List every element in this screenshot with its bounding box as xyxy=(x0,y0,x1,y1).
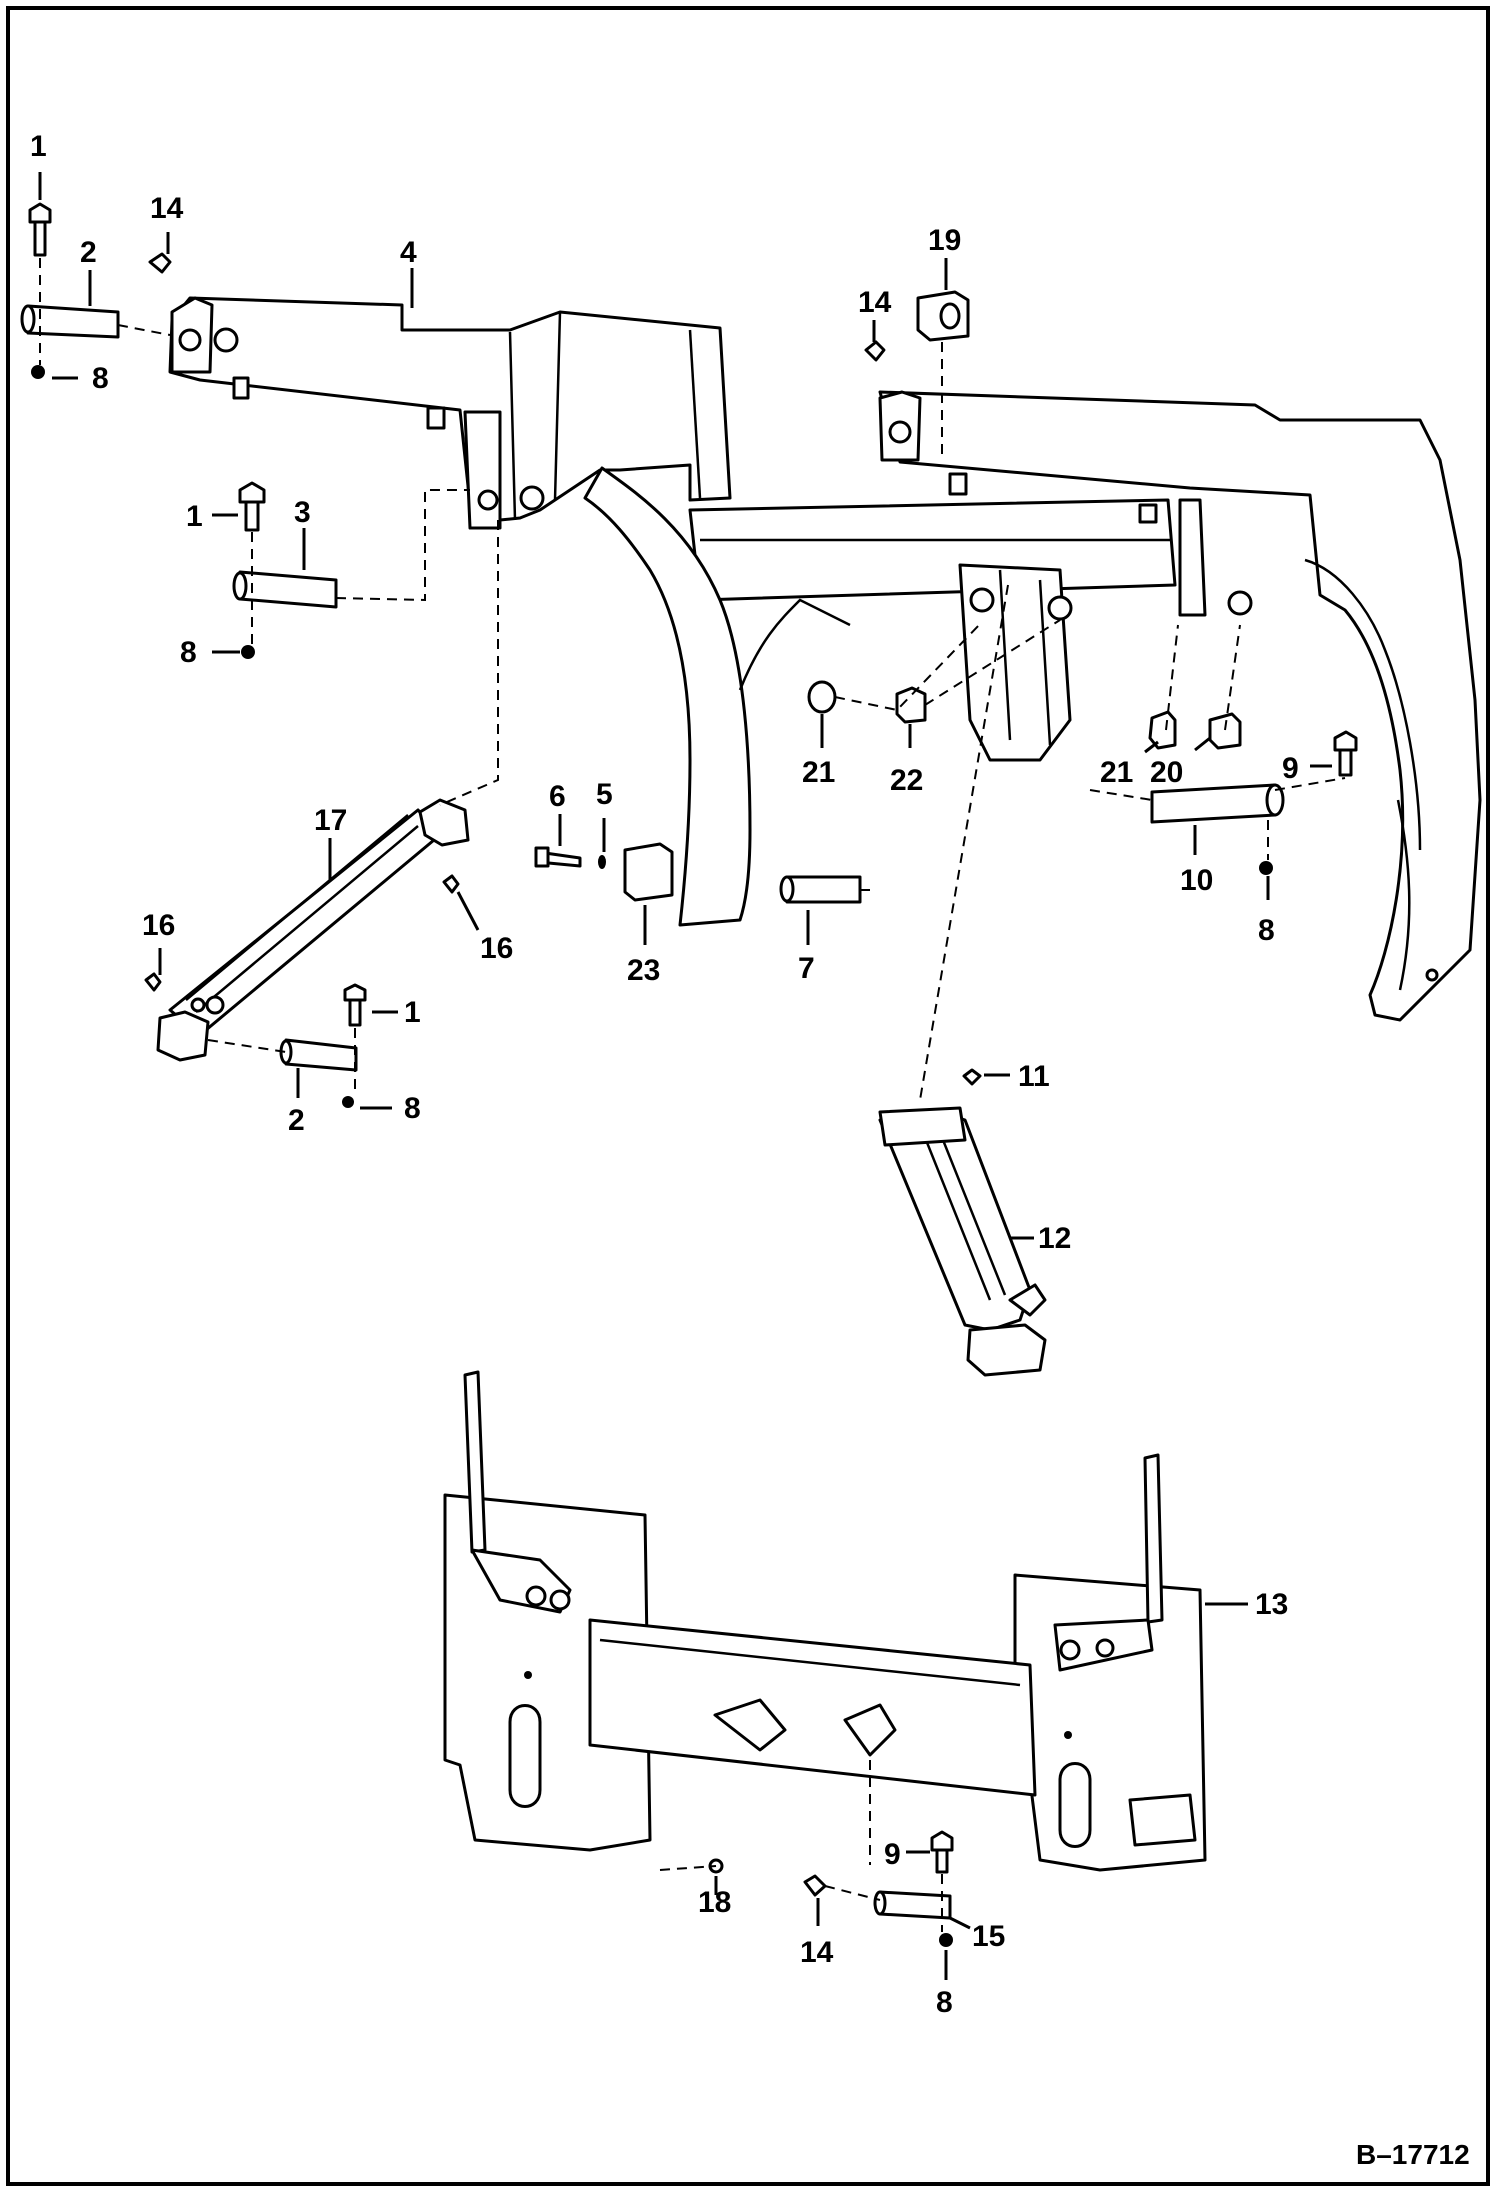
callout-7: 7 xyxy=(798,952,815,985)
nut-part-8-right xyxy=(1259,861,1273,875)
callout-13: 13 xyxy=(1255,1588,1288,1621)
bolt-part-1-upper xyxy=(28,202,52,257)
pin-part-3 xyxy=(232,570,338,609)
bolt-part-1-mid xyxy=(238,481,266,532)
callout-9: 9 xyxy=(884,1838,901,1871)
spacer-part-23 xyxy=(623,842,674,902)
fitting-part-14-upper xyxy=(148,252,172,274)
bolt-washer-parts-5-6 xyxy=(534,846,606,869)
bolt-part-9-upper xyxy=(1333,730,1358,777)
nut-part-8-mid xyxy=(241,645,255,659)
callout-11: 11 xyxy=(1018,1060,1050,1093)
callout-15: 15 xyxy=(972,1920,1005,1953)
fitting-part-11 xyxy=(962,1068,982,1086)
pin-part-15 xyxy=(873,1890,952,1920)
callout-1: 1 xyxy=(404,996,421,1029)
pin-part-2-lower xyxy=(279,1038,358,1072)
callout-10: 10 xyxy=(1180,864,1213,897)
fitting-part-14-right xyxy=(864,340,886,362)
callout-8: 8 xyxy=(180,636,197,669)
nut-part-8-bottom xyxy=(939,1933,953,1947)
callout-22: 22 xyxy=(890,764,923,797)
callout-14: 14 xyxy=(858,286,892,319)
callout-2: 2 xyxy=(80,236,97,269)
fitting-part-16-upper xyxy=(442,874,460,894)
callout-8: 8 xyxy=(404,1092,421,1125)
callout-1: 1 xyxy=(30,130,47,163)
callout-21: 21 xyxy=(1100,756,1133,789)
callout-23: 23 xyxy=(627,954,660,987)
callout-6: 6 xyxy=(549,780,566,813)
assembly-lines xyxy=(39,258,1346,1932)
leader-lines xyxy=(38,172,1332,1980)
cylinder-part-17 xyxy=(156,798,470,1062)
link-part-12 xyxy=(878,1106,1047,1377)
callout-8: 8 xyxy=(936,1986,953,2019)
callout-19: 19 xyxy=(928,224,961,257)
callout-8: 8 xyxy=(92,362,109,395)
callout-8: 8 xyxy=(1258,914,1275,947)
bushing-part-19 xyxy=(916,290,970,342)
callout-21: 21 xyxy=(802,756,835,789)
callout-18: 18 xyxy=(698,1886,731,1919)
bolt-part-1-lower xyxy=(343,983,367,1027)
callout-16: 16 xyxy=(142,909,175,942)
fitting-part-14-lower xyxy=(803,1874,827,1897)
bolt-part-9-lower xyxy=(930,1830,954,1874)
callout-1: 1 xyxy=(186,500,203,533)
quick-attach-part-13 xyxy=(443,1370,1207,1872)
pin-part-10 xyxy=(1150,783,1285,824)
nut-part-8-lower xyxy=(342,1096,354,1108)
callout-4: 4 xyxy=(400,236,417,269)
callout-20: 20 xyxy=(1150,756,1183,789)
callout-9: 9 xyxy=(1282,752,1299,785)
pin-part-7 xyxy=(779,875,862,904)
nut-part-8-upper xyxy=(31,365,45,379)
fitting-part-16-lower xyxy=(144,972,162,992)
bushings-part-21-22-20 xyxy=(807,680,1242,750)
callout-16: 16 xyxy=(480,932,513,965)
callout-17: 17 xyxy=(314,804,347,837)
callout-2: 2 xyxy=(288,1104,305,1137)
callout-3: 3 xyxy=(294,496,311,529)
callout-14: 14 xyxy=(150,192,184,225)
callout-14: 14 xyxy=(800,1936,834,1969)
mount-frame-part-4 xyxy=(168,296,1482,1022)
callout-labels: 1 2 8 14 4 1 3 8 19 14 21 22 21 20 9 10 … xyxy=(30,130,1299,2019)
callout-12: 12 xyxy=(1038,1222,1071,1255)
callout-5: 5 xyxy=(596,778,613,811)
pin-part-2-upper xyxy=(20,304,120,339)
drawing-reference-number: B–17712 xyxy=(1356,2139,1470,2170)
